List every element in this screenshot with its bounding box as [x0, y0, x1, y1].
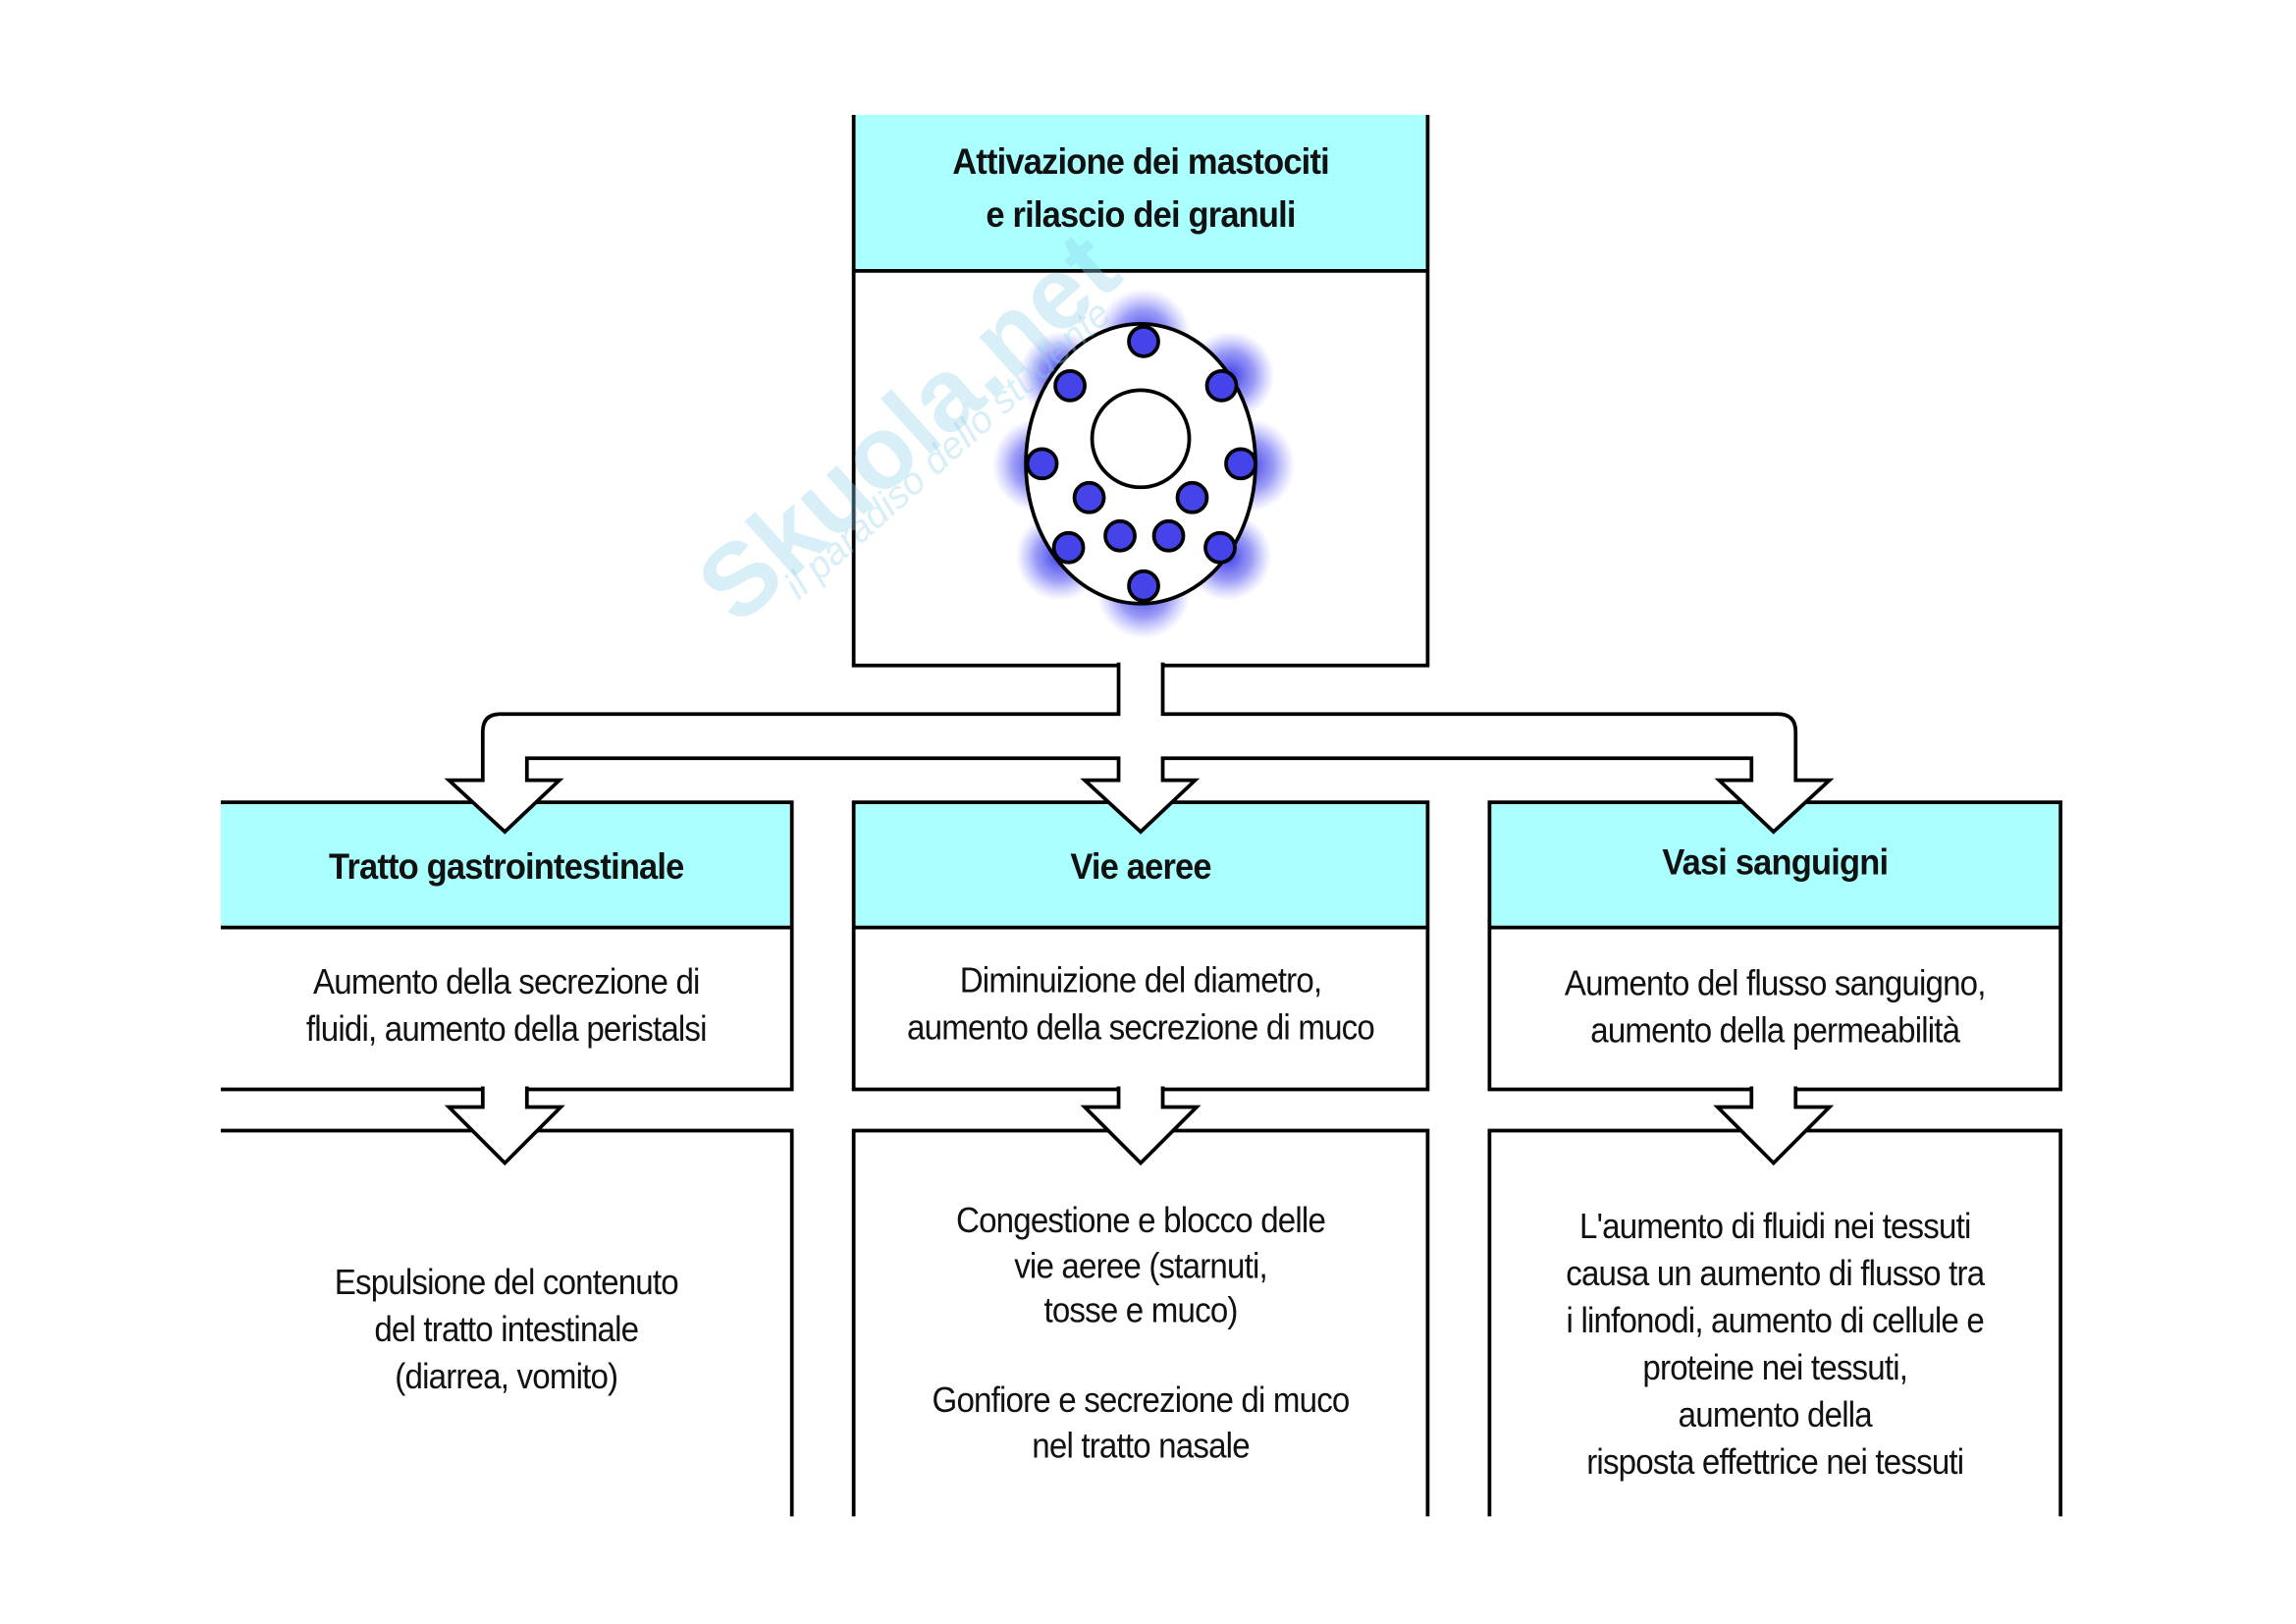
outcome-gastrointestinal: Espulsione del contenuto del tratto inte… — [334, 1263, 679, 1397]
effect-gastrointestinal: Aumento della secrezione di fluidi, aume… — [305, 962, 708, 1051]
mast-cell-icon — [991, 288, 1296, 639]
top-title: Attivazione dei mastociti e rilascio dei… — [952, 140, 1329, 236]
branch-arrow — [444, 662, 1835, 835]
effect-airways: Diminuizione del diametro, aumento della… — [907, 961, 1375, 1049]
down-arrows — [444, 1086, 1835, 1166]
top-box — [851, 114, 1430, 668]
column-title-gastrointestinal: Tratto gastrointestinale — [329, 846, 684, 889]
outcome-airways: Congestione e blocco delle vie aeree (st… — [932, 1201, 1351, 1466]
effect-blood-vessels: Aumento del flusso sanguigno, aumento de… — [1564, 964, 1987, 1052]
column-title-blood-vessels: Vasi sanguigni — [1662, 841, 1889, 884]
column-title-airways: Vie aeree — [1070, 846, 1211, 889]
outcome-blood-vessels: L'aumento di fluidi nei tessuti causa un… — [1566, 1207, 1985, 1483]
